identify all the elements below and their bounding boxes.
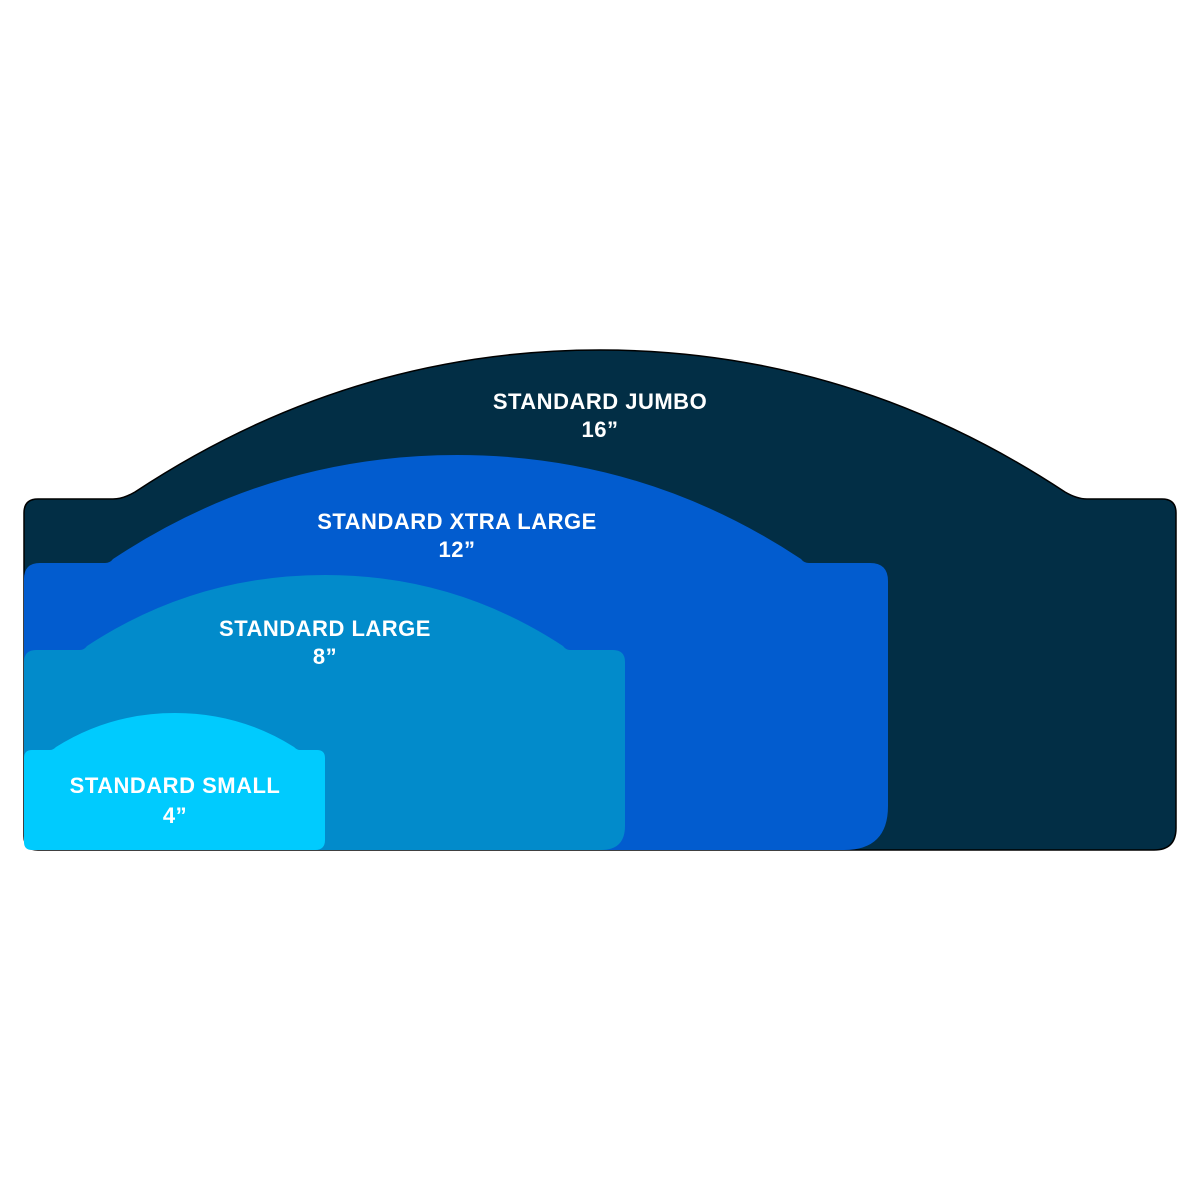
sign-label-xtra-large-name: STANDARD XTRA LARGE [317, 509, 597, 534]
sign-label-xtra-large-size: 12” [439, 537, 476, 562]
sign-label-small-size: 4” [163, 803, 187, 828]
sign-shape-small-body [24, 713, 325, 850]
sign-label-small-name: STANDARD SMALL [70, 773, 281, 798]
sign-label-jumbo-name: STANDARD JUMBO [493, 389, 707, 414]
sign-shape-standard-small: STANDARD SMALL 4” [24, 713, 325, 850]
sign-label-large-name: STANDARD LARGE [219, 616, 431, 641]
sign-label-jumbo-size: 16” [582, 417, 619, 442]
sign-label-large-size: 8” [313, 644, 337, 669]
